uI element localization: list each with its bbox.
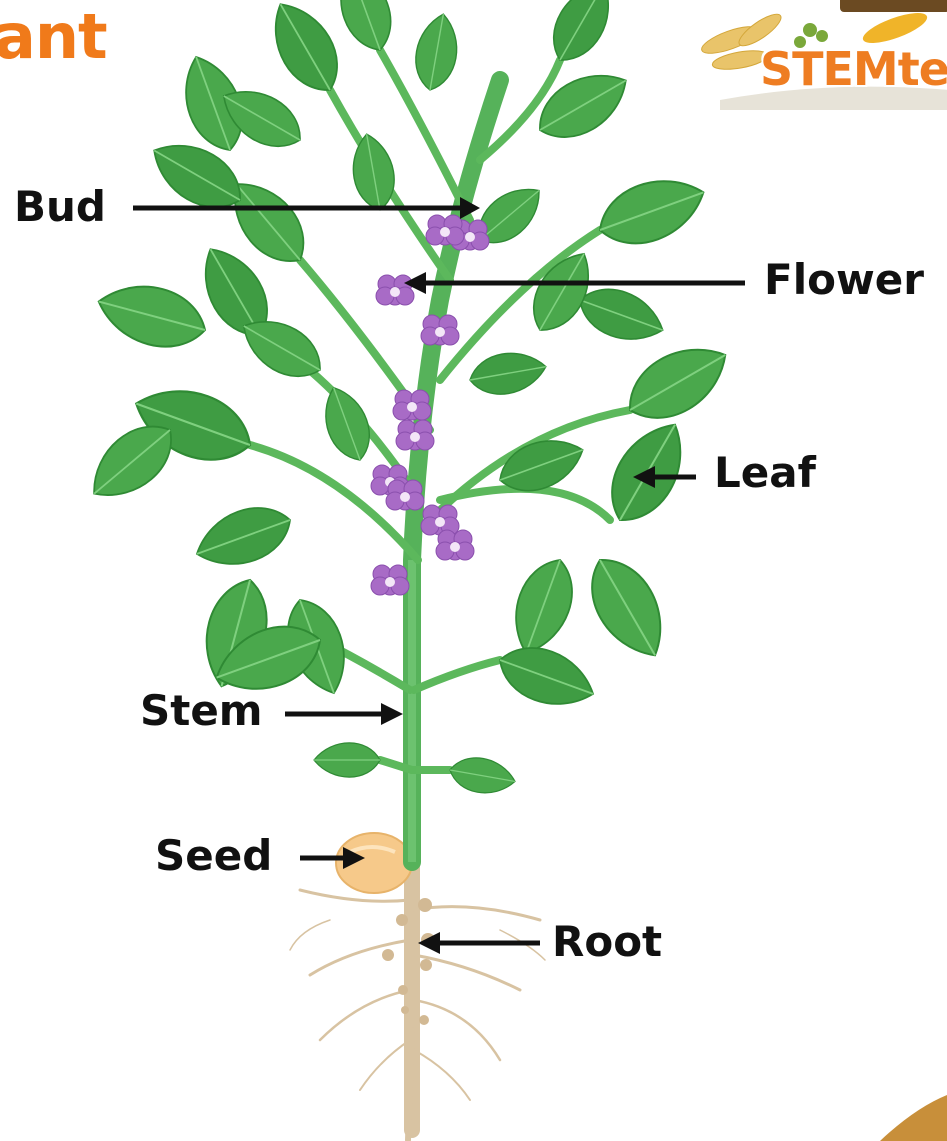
leaf [258, 0, 352, 103]
label-stem: Stem [140, 686, 263, 736]
label-seed: Seed [155, 831, 272, 881]
label-leaf: Leaf [714, 448, 816, 498]
arrow-stem-icon [381, 703, 403, 725]
flower [426, 215, 464, 245]
label-bud: Bud [14, 182, 106, 232]
root-system [290, 862, 545, 1140]
flower [386, 480, 424, 510]
label-root: Root [552, 917, 662, 967]
label-flower: Flower [764, 255, 924, 305]
flower [376, 275, 414, 305]
corner-decoration [880, 1095, 947, 1141]
flower [371, 565, 409, 595]
flower [436, 530, 474, 560]
leaf [540, 0, 623, 71]
flower [396, 420, 434, 450]
flower [421, 505, 459, 535]
flower [393, 390, 431, 420]
flower [421, 315, 459, 345]
